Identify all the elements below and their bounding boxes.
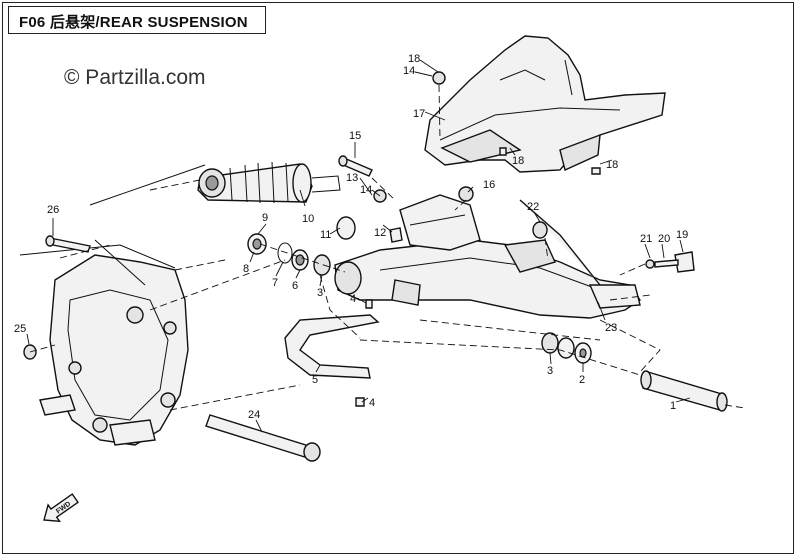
callout-8: 8 xyxy=(243,263,249,275)
callout-3: 3 xyxy=(547,365,553,377)
bolt-20[interactable] xyxy=(654,259,679,268)
pivot-axle[interactable] xyxy=(640,370,728,412)
callout-18: 18 xyxy=(606,159,618,171)
callout-1: 1 xyxy=(670,400,676,412)
callout-9: 9 xyxy=(262,212,268,224)
clip-12[interactable] xyxy=(389,227,403,243)
callout-16: 16 xyxy=(483,179,495,191)
diagram-frame xyxy=(2,2,794,554)
callout-5: 5 xyxy=(312,374,318,386)
callout-23: 23 xyxy=(605,322,617,334)
callout-11: 11 xyxy=(320,229,331,241)
callout-12: 12 xyxy=(374,227,386,239)
nut-14-upper[interactable] xyxy=(432,71,446,85)
bolt-26[interactable] xyxy=(45,235,91,253)
page-title: F06 后悬架/REAR SUSPENSION xyxy=(19,14,248,31)
fwd-label: FWD xyxy=(55,501,72,516)
bolt-18-right[interactable] xyxy=(591,167,601,175)
watermark: © Partzilla.com xyxy=(64,66,206,89)
callout-22: 22 xyxy=(527,201,539,213)
bolt-15[interactable] xyxy=(338,155,373,177)
callout-2: 2 xyxy=(579,374,585,386)
callout-18: 18 xyxy=(408,53,420,65)
washer-2a[interactable] xyxy=(557,337,575,359)
callout-24: 24 xyxy=(248,409,260,421)
callout-labels: 18 14 17 18 18 15 13 14 16 10 11 12 22 2… xyxy=(14,53,688,421)
assembly-lines xyxy=(29,84,746,411)
callout-13: 13 xyxy=(346,172,358,184)
long-bolt[interactable] xyxy=(205,414,321,462)
spacer-3-lower[interactable] xyxy=(541,332,559,354)
callout-4: 4 xyxy=(350,293,356,305)
callout-4: 4 xyxy=(369,397,375,409)
callout-6: 6 xyxy=(292,280,298,292)
screw-4-lower[interactable] xyxy=(355,397,365,407)
callout-25: 25 xyxy=(14,323,26,335)
callout-21: 21 xyxy=(640,233,652,245)
callout-26: 26 xyxy=(47,204,59,216)
callout-17: 17 xyxy=(413,108,425,120)
bushing-22[interactable] xyxy=(532,221,548,239)
callout-14: 14 xyxy=(403,65,415,77)
callout-3: 3 xyxy=(317,287,323,299)
callout-14: 14 xyxy=(360,184,372,196)
callout-7: 7 xyxy=(272,277,278,289)
bolt-18-mid[interactable] xyxy=(499,147,507,156)
chain-guide[interactable] xyxy=(284,314,380,379)
callout-10: 10 xyxy=(302,213,314,225)
title-box: F06 后悬架/REAR SUSPENSION xyxy=(8,6,266,34)
callout-19: 19 xyxy=(676,229,688,241)
bearing-6[interactable] xyxy=(291,249,309,271)
spacer-3-upper[interactable] xyxy=(313,254,331,276)
rear-shock-absorber[interactable] xyxy=(197,161,341,204)
swing-arm[interactable] xyxy=(334,194,641,319)
left-frame-plate[interactable] xyxy=(19,164,206,446)
leader-lines xyxy=(26,59,691,433)
rear-fender[interactable] xyxy=(424,35,666,173)
fwd-arrow-icon: FWD xyxy=(43,493,79,523)
washer-2b[interactable] xyxy=(574,342,592,364)
nut-21[interactable] xyxy=(645,259,655,269)
callout-18: 18 xyxy=(512,155,524,167)
bracket-19[interactable] xyxy=(674,251,695,273)
bushing-9[interactable] xyxy=(247,233,267,255)
callout-20: 20 xyxy=(658,233,670,245)
screw-4-upper[interactable] xyxy=(365,299,373,309)
callout-15: 15 xyxy=(349,130,361,142)
seal-11[interactable] xyxy=(336,216,356,240)
circlip-7[interactable] xyxy=(277,242,293,264)
